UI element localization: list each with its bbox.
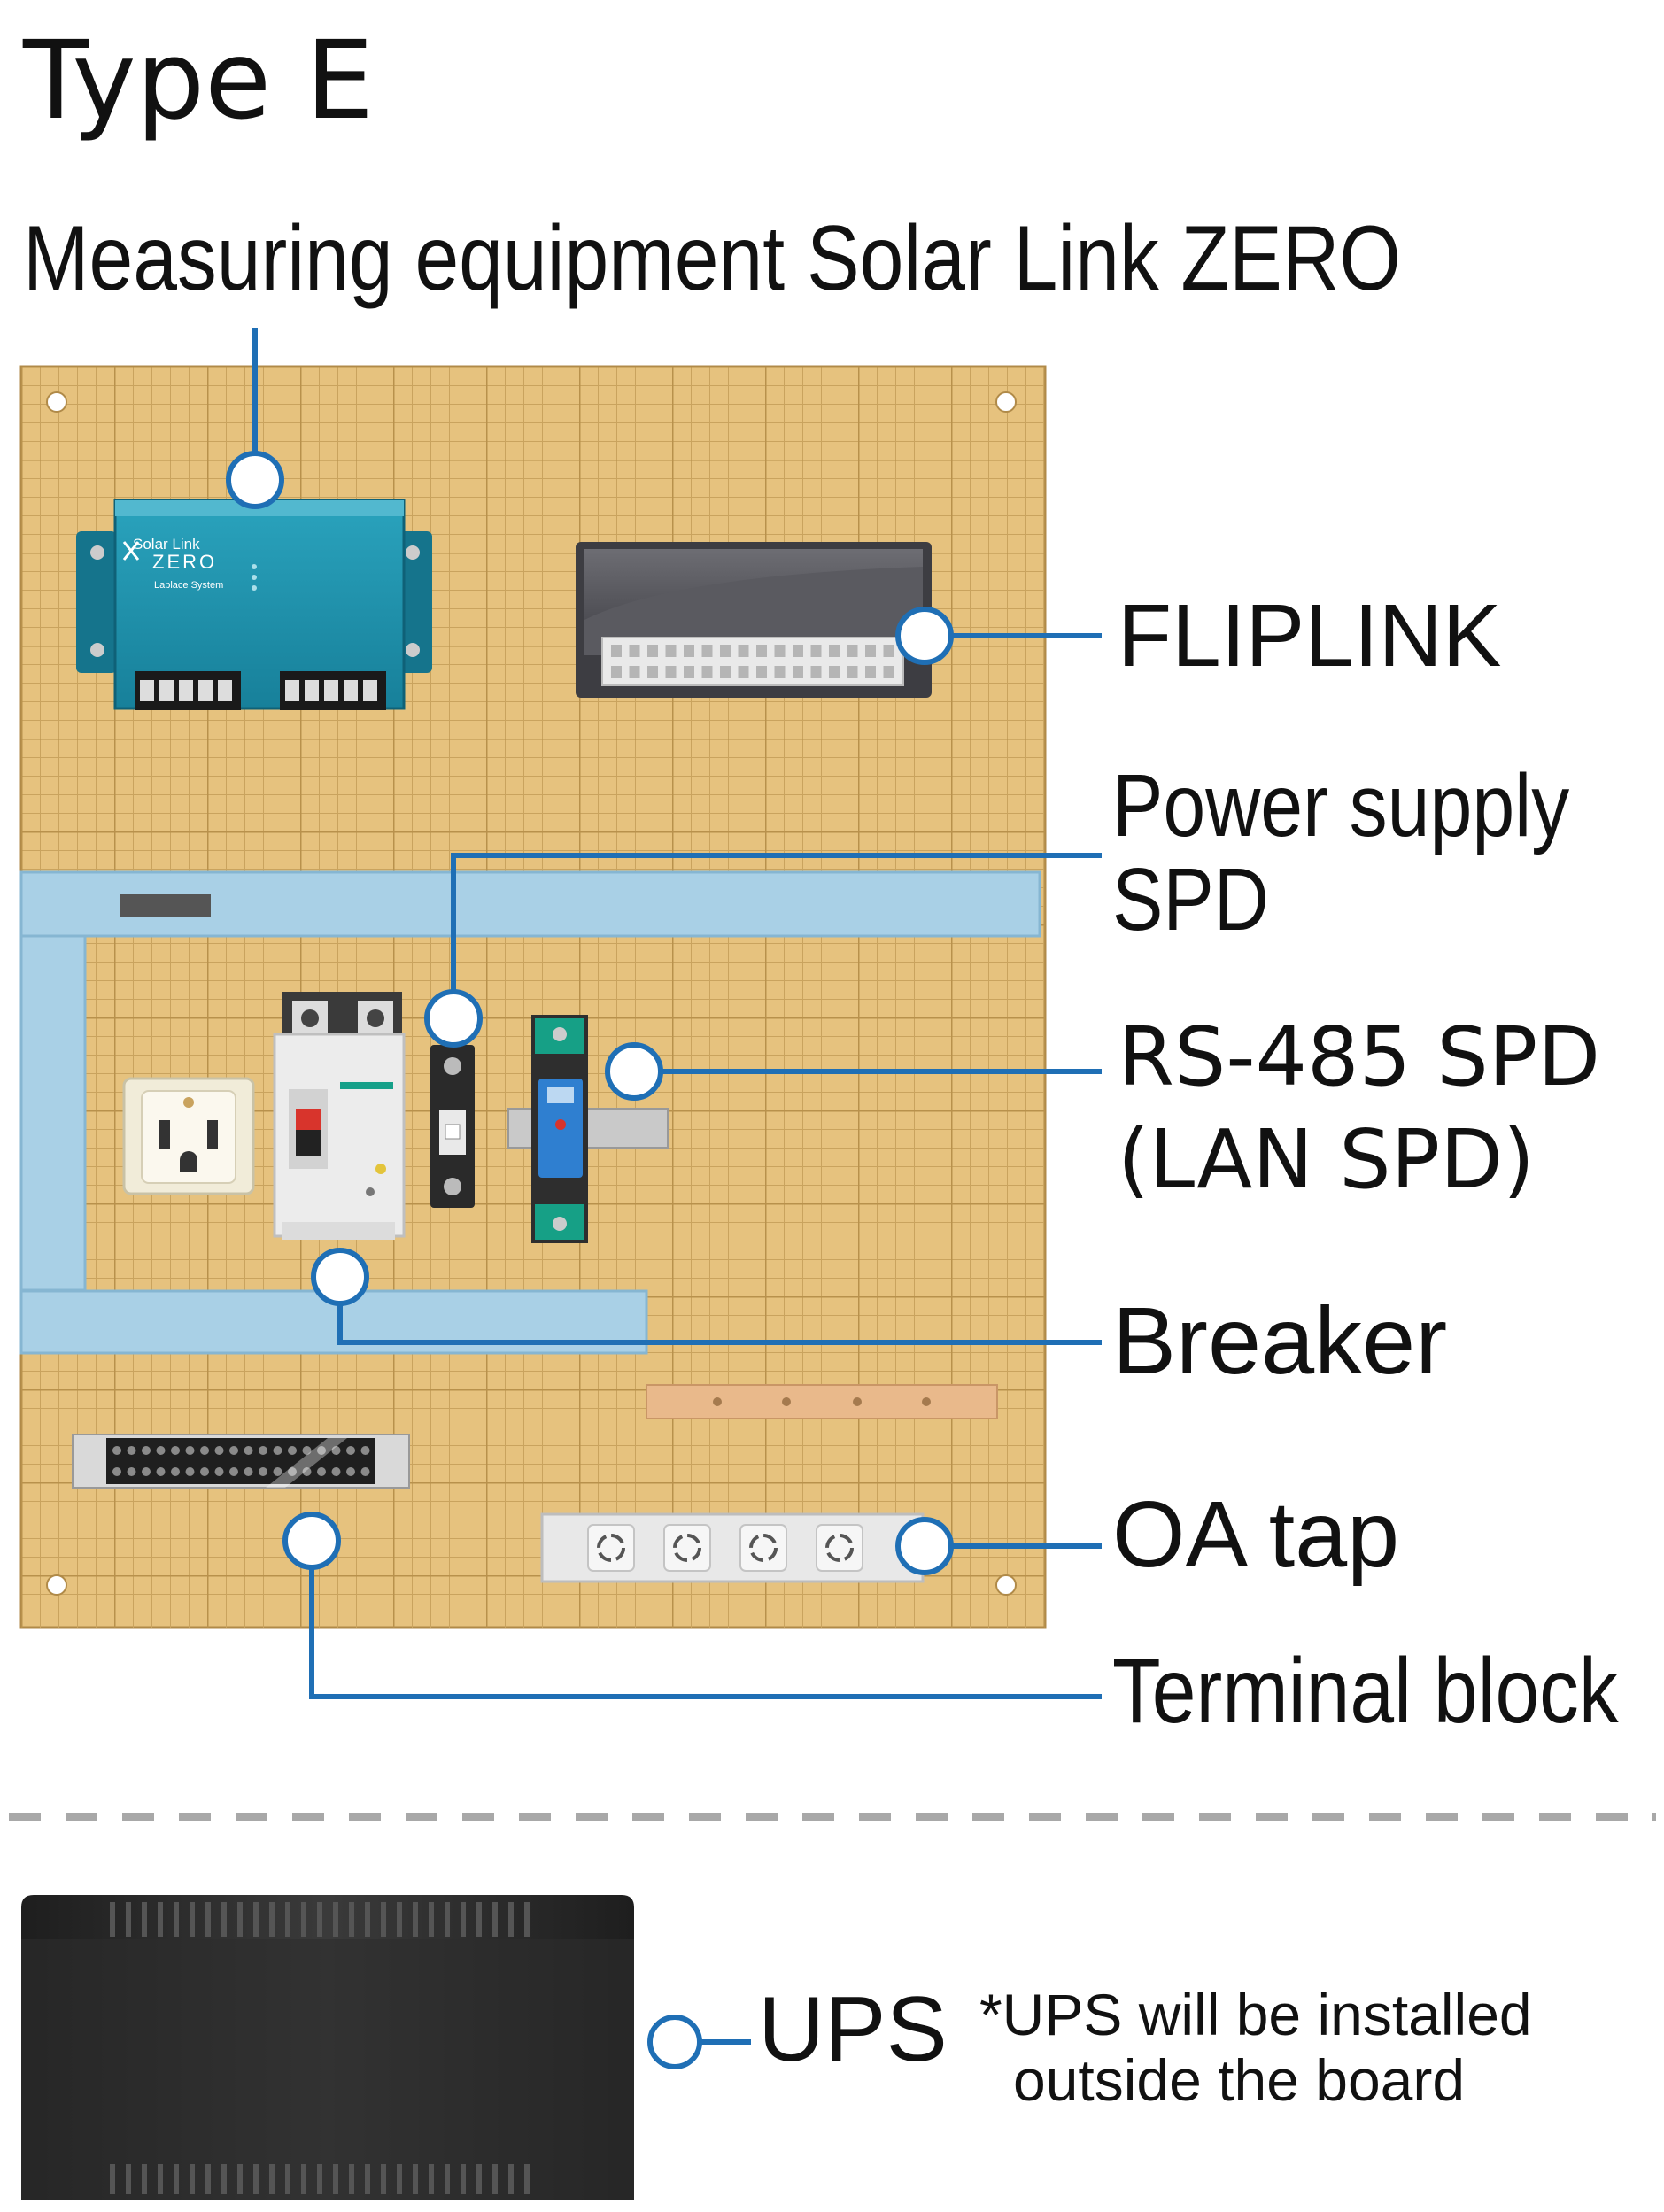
- label-power-spd-line2: SPD: [1112, 850, 1269, 949]
- ups-note-line1: *UPS will be installed: [979, 1982, 1532, 2047]
- oa-tap-device: [540, 1512, 925, 1583]
- ups-note-line2: outside the board: [1013, 2047, 1466, 2113]
- marker-oa-tap: [895, 1517, 954, 1575]
- maker-text: Laplace System: [154, 580, 223, 591]
- callout-markers: [226, 451, 954, 2069]
- label-terminal-block: Terminal block: [1112, 1640, 1619, 1743]
- marker-breaker: [311, 1248, 369, 1306]
- marker-fliplink: [895, 607, 954, 665]
- brand-text-zero: ZERO: [152, 551, 217, 573]
- terminal-block-device: [72, 1434, 410, 1489]
- label-fliplink: FLIPLINK: [1118, 586, 1502, 685]
- fliplink-device: [576, 542, 932, 698]
- wood-strip: [646, 1384, 998, 1419]
- brand-text: Solar Link: [133, 536, 200, 553]
- label-breaker: Breaker: [1112, 1287, 1448, 1394]
- marker-ups: [647, 2015, 702, 2069]
- rs485-spd-device: [507, 1015, 669, 1243]
- label-oa-tap: OA tap: [1112, 1482, 1400, 1587]
- power-supply-spd-device: [430, 1045, 475, 1208]
- marker-terminal-block: [282, 1512, 341, 1570]
- wiring-duct: [19, 870, 1041, 1355]
- label-rs485-line1: RS-485 SPD: [1118, 1009, 1601, 1104]
- label-ups: UPS: [758, 1978, 948, 2081]
- marker-rs485: [605, 1042, 663, 1101]
- solar-link-zero-device: Solar Link ZERO Laplace System: [76, 499, 432, 710]
- breaker-device: [273, 992, 406, 1240]
- marker-power-spd: [424, 989, 483, 1048]
- label-power-spd-line1: Power supply: [1112, 756, 1570, 855]
- marker-solar-link: [226, 451, 284, 509]
- page-title: Type E: [23, 18, 375, 143]
- label-solar-link-zero: Measuring equipment Solar Link ZERO: [23, 207, 1401, 310]
- ups-device: [21, 1895, 634, 2200]
- label-rs485-line2: (LAN SPD): [1118, 1112, 1535, 1207]
- wall-outlet: [122, 1077, 255, 1195]
